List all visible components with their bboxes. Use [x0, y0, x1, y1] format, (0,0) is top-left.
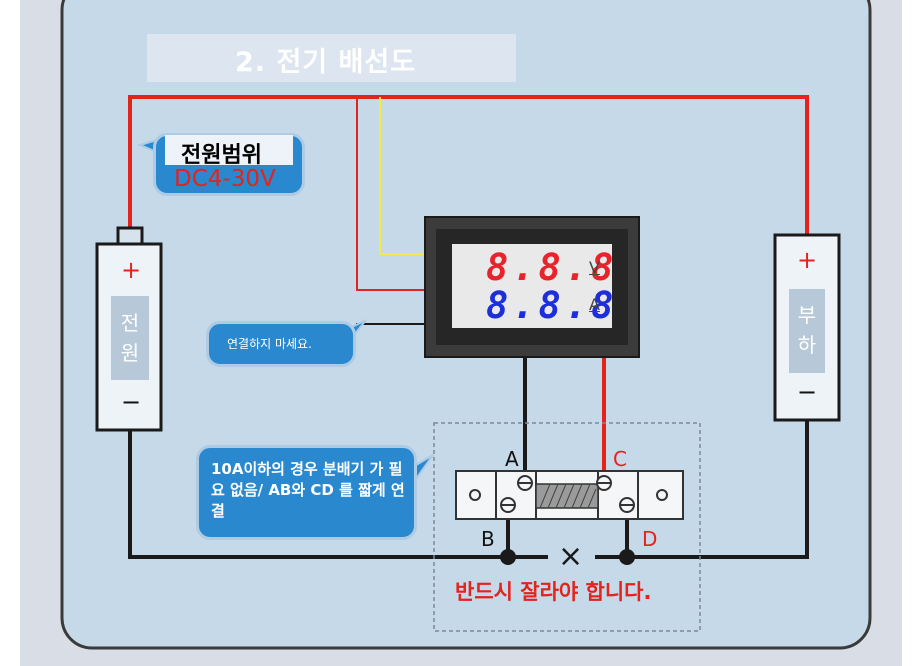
load-label: 부 하	[797, 303, 817, 357]
supply-range-value: DC4-30V	[174, 166, 276, 192]
current-unit: A	[589, 295, 600, 314]
power-source-minus: −	[121, 388, 142, 416]
power-source-label-bg	[111, 296, 149, 380]
load-plus: +	[797, 246, 818, 274]
power-source-label: 전 원	[120, 311, 140, 365]
negative-load-wire	[595, 420, 809, 559]
terminal-c-label: C	[613, 447, 627, 471]
supply-range-label-bg	[165, 135, 293, 165]
terminal-b-label: B	[481, 527, 495, 551]
shunt-callout	[196, 445, 417, 540]
no-connect-note: 연결하지 마세요.	[227, 337, 312, 351]
load-label-bg	[789, 289, 825, 373]
shunt-mount-hole-right	[656, 489, 668, 501]
load-minus: −	[797, 378, 818, 406]
positive-main-wire	[128, 95, 809, 235]
power-source-plus: +	[121, 256, 142, 284]
junction-d-dot	[619, 549, 635, 565]
diagram-title: 2. 전기 배선도	[235, 47, 417, 78]
terminal-a-label: A	[505, 447, 519, 471]
no-connect-callout	[206, 321, 356, 367]
current-digits: 8.8.8	[486, 284, 618, 327]
cut-mark-icon: ×	[558, 539, 584, 574]
meter-display	[452, 244, 612, 328]
supply-range-label: 전원범위	[181, 143, 262, 168]
junction-b-dot	[500, 549, 516, 565]
shunt-resistor	[535, 483, 599, 509]
shunt-mount-hole-left	[469, 489, 481, 501]
title-bar	[147, 34, 516, 82]
cut-note: 반드시 잘라야 합니다.	[455, 580, 652, 604]
voltage-unit: V	[589, 258, 600, 277]
shunt-note: 10A이하의 경우 분배기 가 필요 없음/ AB와 CD 를 짧게 연결	[211, 460, 405, 520]
meter-red-lead-wire	[356, 97, 425, 291]
shunt-area-outline	[433, 422, 701, 632]
negative-source-wire	[128, 430, 548, 559]
voltage-digits: 8.8.8	[486, 246, 618, 289]
terminal-d-label: D	[642, 527, 658, 551]
meter-yellow-lead-wire	[379, 97, 425, 255]
